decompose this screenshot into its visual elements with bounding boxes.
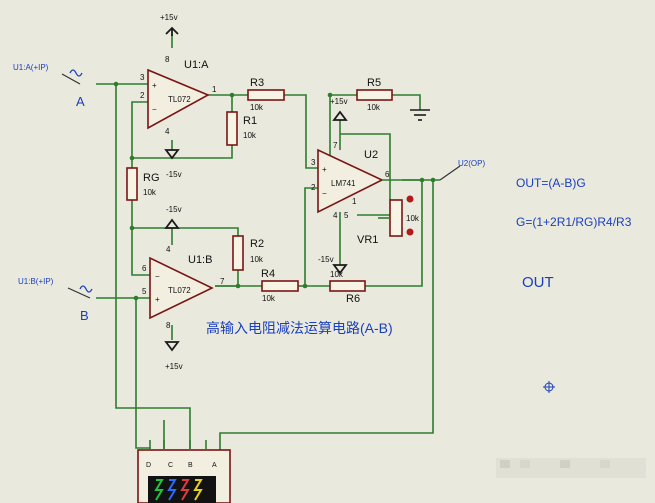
svg-text:B: B [188, 462, 193, 469]
svg-text:6: 6 [142, 264, 147, 273]
svg-text:R1: R1 [243, 115, 257, 127]
svg-text:3: 3 [311, 158, 316, 167]
supply-neg-u1b: -15v [166, 205, 182, 214]
resistor-r2[interactable]: R2 10k [232, 235, 264, 271]
svg-text:RG: RG [143, 172, 160, 184]
wires [96, 34, 440, 450]
svg-text:10k: 10k [250, 103, 264, 112]
potentiometer-vr1[interactable]: 10k VR1 [357, 195, 420, 247]
svg-text:10k: 10k [406, 214, 420, 223]
svg-text:10k: 10k [143, 188, 157, 197]
supply-pos-u2: +15v [330, 97, 348, 106]
svg-text:10k: 10k [250, 255, 264, 264]
svg-text:4: 4 [166, 245, 171, 254]
svg-text:U1:A(+IP): U1:A(+IP) [13, 63, 49, 72]
probe-out[interactable]: U2(OP) [439, 159, 485, 181]
svg-text:8: 8 [165, 55, 170, 64]
opamp-u1a[interactable]: + − TL072 U1:A 3 2 1 8 4 [140, 55, 217, 136]
u2-plus: + [322, 165, 327, 174]
svg-text:A: A [212, 462, 217, 469]
svg-text:R3: R3 [250, 77, 264, 89]
resistor-r4[interactable]: R4 10k [261, 268, 299, 303]
svg-text:U1:B(+IP): U1:B(+IP) [18, 277, 54, 286]
supply-symbols: +15v -15v -15v +15v +15v -15v [160, 13, 430, 371]
svg-text:D: D [146, 462, 151, 469]
formula-out: OUT=(A-B)G [516, 176, 586, 190]
supply-pos-u1a: +15v [160, 13, 178, 22]
svg-text:10k: 10k [367, 103, 381, 112]
svg-text:5: 5 [142, 287, 147, 296]
crosshair-icon [543, 381, 555, 393]
u1b-part: TL072 [168, 286, 191, 295]
svg-text:VR1: VR1 [357, 234, 378, 246]
svg-text:7: 7 [333, 141, 338, 150]
probe-b[interactable]: U1:B(+IP) B [18, 277, 93, 323]
u1a-ref: U1:A [184, 59, 209, 71]
svg-text:6: 6 [385, 170, 390, 179]
svg-text:10k: 10k [330, 270, 344, 279]
resistor-r5[interactable]: R5 10k [356, 77, 393, 112]
svg-text:8: 8 [166, 321, 171, 330]
svg-text:R4: R4 [261, 268, 275, 280]
node-b-label: B [80, 308, 89, 323]
resistor-r6[interactable]: 10k R6 [329, 270, 366, 305]
svg-text:C: C [168, 462, 173, 469]
out-label: OUT [522, 274, 554, 291]
supply-pos-u1b: +15v [165, 362, 183, 371]
u1b-plus: + [155, 295, 160, 304]
watermark-blur [496, 458, 646, 478]
u1b-ref: U1:B [188, 254, 212, 266]
u1a-plus: + [152, 81, 157, 90]
opamp-u1b[interactable]: − + TL072 U1:B 6 5 7 4 8 [142, 245, 225, 330]
junction-dots [113, 81, 436, 301]
resistor-r3[interactable]: R3 10k [247, 77, 285, 112]
resistor-rg[interactable]: RG 10k [126, 167, 160, 201]
u1b-minus: − [155, 272, 160, 281]
u2-part: LM741 [331, 179, 356, 188]
node-a-label: A [76, 94, 85, 109]
svg-text:R5: R5 [367, 77, 381, 89]
connector-block[interactable]: D C B A [137, 440, 231, 503]
svg-text:R6: R6 [346, 293, 360, 305]
u1a-minus: − [152, 105, 157, 114]
svg-text:2: 2 [140, 91, 145, 100]
supply-neg-u1a: -15v [166, 170, 182, 179]
svg-text:1: 1 [352, 197, 357, 206]
svg-text:7: 7 [220, 277, 225, 286]
svg-text:5: 5 [344, 211, 349, 220]
opamp-u2[interactable]: + − LM741 U2 3 2 6 7 4 5 1 [311, 130, 402, 240]
svg-text:1: 1 [212, 85, 217, 94]
probe-a[interactable]: U1:A(+IP) A [13, 63, 85, 109]
svg-text:10k: 10k [262, 294, 276, 303]
u1a-part: TL072 [168, 95, 191, 104]
svg-text:4: 4 [165, 127, 170, 136]
u2-ref: U2 [364, 149, 378, 161]
svg-text:10k: 10k [243, 131, 257, 140]
circuit-title: 高输入电阻减法运算电路(A-B) [206, 320, 393, 336]
svg-text:3: 3 [140, 73, 145, 82]
resistor-r1[interactable]: R1 10k [226, 111, 257, 146]
supply-neg-u2: -15v [318, 255, 334, 264]
u2-minus: − [322, 189, 327, 198]
svg-text:4: 4 [333, 211, 338, 220]
svg-text:2: 2 [311, 183, 316, 192]
svg-text:R2: R2 [250, 238, 264, 250]
svg-text:U2(OP): U2(OP) [458, 159, 485, 168]
ground-symbol [410, 109, 430, 121]
formula-gain: G=(1+2R1/RG)R4/R3 [516, 215, 632, 229]
